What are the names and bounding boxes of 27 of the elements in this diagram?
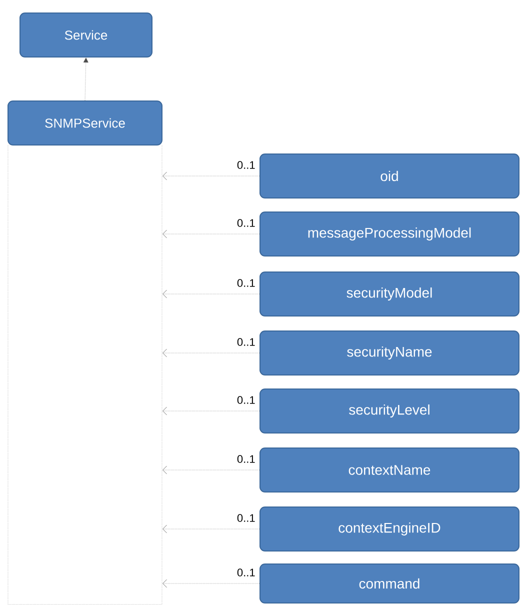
multiplicity-label: 0..1 [236, 278, 256, 288]
multiplicity-label: 0..1 [236, 218, 256, 228]
attribute-box: contextEngineID [260, 506, 520, 552]
multiplicity-label: 0..1 [236, 160, 256, 170]
arrow [162, 348, 260, 358]
arrow [162, 406, 260, 416]
attribute-box: securityName [260, 330, 520, 376]
arrow [83, 58, 88, 101]
class-box: Service [20, 12, 152, 58]
attribute-box: command [260, 564, 520, 604]
attribute-box: oid [260, 154, 520, 198]
arrow [162, 524, 260, 534]
arrow [162, 466, 260, 474]
multiplicity-label: 0..1 [236, 395, 256, 405]
arrow [162, 230, 260, 238]
attribute-box: securityLevel [260, 388, 520, 434]
attribute-box: contextName [260, 448, 520, 492]
multiplicity-label: 0..1 [236, 454, 256, 464]
multiplicity-label: 0..1 [236, 568, 256, 578]
attribute-box: securityModel [260, 272, 520, 316]
arrow [162, 172, 260, 180]
multiplicity-label: 0..1 [236, 337, 256, 347]
arrow [162, 579, 260, 588]
multiplicity-label: 0..1 [236, 513, 256, 523]
class-box: SNMPService [8, 100, 162, 605]
arrow [162, 290, 260, 298]
attribute-box: messageProcessingModel [260, 212, 520, 256]
